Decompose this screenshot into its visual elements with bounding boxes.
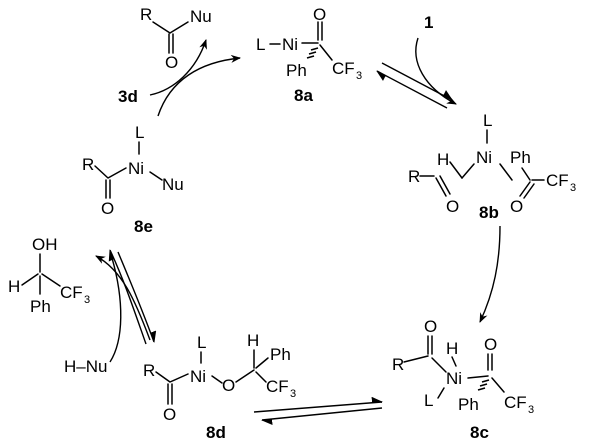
- c8c-ni-label: Ni: [446, 369, 462, 388]
- c8c-cf3-subscript: 3: [528, 404, 534, 416]
- product-r-label: R: [140, 5, 152, 24]
- c8d-ni-label: Ni: [190, 367, 206, 386]
- c8c-hashed-bond: [477, 379, 490, 391]
- c8d-h-label: H: [247, 331, 259, 350]
- c8b-cf-label: CF: [546, 171, 569, 190]
- c8d-cf3-subscript: 3: [290, 388, 296, 400]
- product-o-label: O: [165, 53, 178, 72]
- c8e-nu-label: Nu: [162, 175, 184, 194]
- c8a-cf-label: CF: [332, 59, 355, 78]
- arrow-h-nu-entry: [109, 257, 122, 363]
- alcohol-cf-label: CF: [60, 283, 83, 302]
- c8b-cf3-subscript: 3: [570, 182, 576, 194]
- c8b-h-label: H: [437, 150, 449, 169]
- c8a-o-label: O: [313, 5, 326, 24]
- c8b-o1-label: O: [446, 197, 459, 216]
- alcohol-oh-label: OH: [32, 235, 58, 254]
- h-nu-reagent-label: H–Nu: [64, 357, 107, 376]
- c8c-l-label: L: [424, 391, 433, 410]
- trifluoro-alcohol-structure: OH H CF 3 Ph: [8, 235, 90, 316]
- complex-8c-structure: O R H Ni L O Ph CF 3 8c: [392, 317, 534, 442]
- arrow-8d-to-8c: [253, 396, 383, 413]
- c8c-r-label: R: [392, 355, 404, 374]
- c8a-l-label: L: [256, 35, 265, 54]
- c8a-hashed-bond: [306, 47, 319, 59]
- c8b-r-label: R: [408, 167, 420, 186]
- c8d-o-carbonyl-label: O: [163, 405, 176, 424]
- c8c-ph-label: Ph: [458, 395, 479, 414]
- c8e-o-label: O: [101, 199, 114, 218]
- c8d-cf-label: CF: [266, 377, 289, 396]
- c8b-l-label: L: [483, 111, 492, 130]
- c8a-ph-label: Ph: [286, 61, 307, 80]
- arrow-alcohol-release: [95, 255, 151, 341]
- amide-product-structure: R Nu O: [140, 5, 212, 72]
- c8e-ni-label: Ni: [128, 159, 144, 178]
- compound-8c-id: 8c: [470, 423, 489, 442]
- c8b-ph-label: Ph: [510, 148, 531, 167]
- compound-8a-id: 8a: [294, 86, 313, 105]
- compound-8d-id: 8d: [206, 423, 226, 442]
- compound-8b-id: 8b: [479, 203, 499, 222]
- c8b-ni-label: Ni: [476, 148, 492, 167]
- arrow-product-release: [149, 39, 207, 96]
- product-nu-label: Nu: [190, 7, 212, 26]
- arrow-8e-to-8d: [117, 251, 157, 343]
- complex-8a-structure: L Ni O Ph CF 3 8a: [256, 5, 362, 105]
- reagent-1-label: 1: [424, 13, 433, 32]
- c8d-r-label: R: [143, 361, 155, 380]
- complex-8d-structure: L Ni R O O H Ph CF 3 8d: [143, 331, 296, 442]
- arrow-8c-to-8d: [261, 407, 383, 425]
- alcohol-h-label: H: [8, 277, 20, 296]
- c8d-o-ether-label: O: [222, 376, 235, 395]
- arrow-8b-to-8a-reverse: [376, 70, 448, 109]
- c8c-cf-label: CF: [504, 393, 527, 412]
- compound-8e-id: 8e: [134, 217, 153, 236]
- c8c-o1-label: O: [424, 317, 437, 336]
- c8d-ph-label: Ph: [270, 345, 291, 364]
- c8e-r-label: R: [82, 155, 94, 174]
- c8a-cf3-subscript: 3: [356, 70, 362, 82]
- alcohol-cf3-subscript: 3: [84, 294, 90, 306]
- c8c-o2-label: O: [484, 335, 497, 354]
- alcohol-ph-label: Ph: [30, 297, 51, 316]
- complex-8b-structure: L Ni H R O Ph O CF 3 8b: [408, 111, 576, 222]
- arrow-8b-to-8c: [479, 225, 501, 323]
- c8a-ni-label: Ni: [282, 35, 298, 54]
- arrow-reagent-1-entry: [415, 37, 457, 105]
- c8d-l-label: L: [197, 333, 206, 352]
- reagent-3d-label: 3d: [118, 87, 138, 106]
- c8c-h-label: H: [446, 339, 458, 358]
- c8e-l-label: L: [135, 123, 144, 142]
- c8b-o2-label: O: [510, 197, 523, 216]
- complex-8e-structure: L Ni Nu R O 8e: [82, 123, 184, 236]
- arrow-8e-to-8a: [157, 54, 241, 117]
- arrow-8d-to-8e: [108, 249, 147, 345]
